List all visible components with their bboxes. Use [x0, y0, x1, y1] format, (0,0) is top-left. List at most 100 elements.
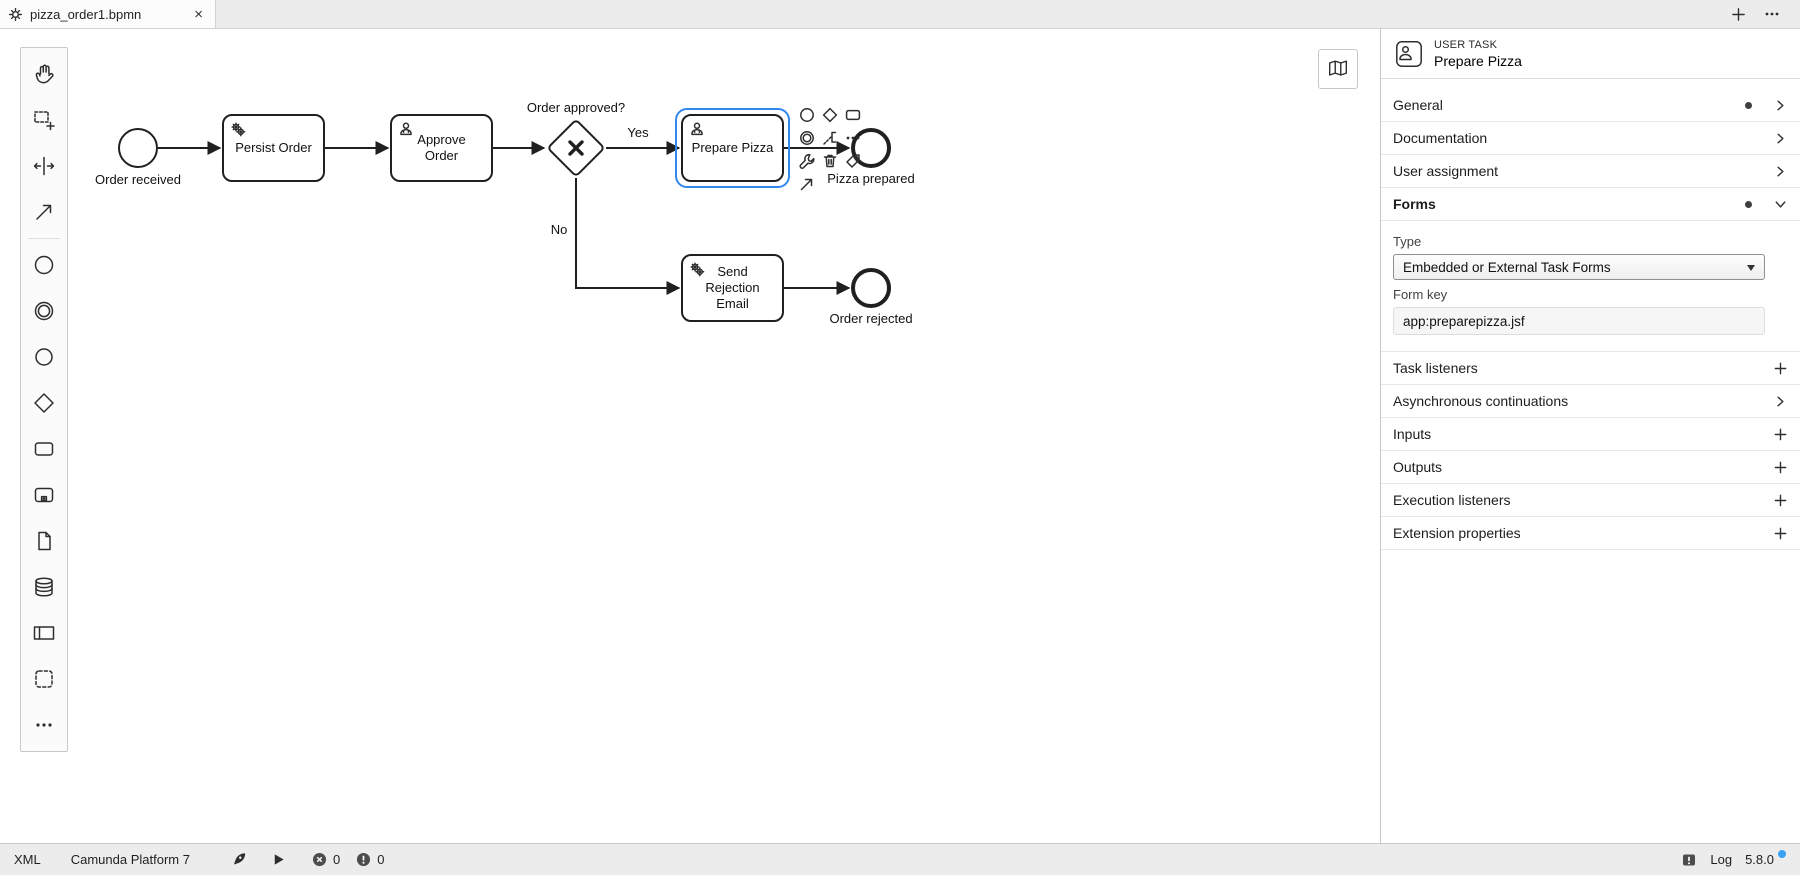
- element-name-label: Prepare Pizza: [1434, 53, 1522, 69]
- lasso-tool[interactable]: [21, 97, 67, 143]
- create-group[interactable]: [21, 656, 67, 702]
- close-tab-icon[interactable]: ×: [194, 5, 203, 23]
- create-data-object[interactable]: [21, 518, 67, 564]
- group-execution-listeners[interactable]: Execution listeners: [1381, 484, 1800, 517]
- error-count-value: 0: [332, 852, 341, 867]
- play-icon: [274, 854, 284, 865]
- form-type-select[interactable]: Embedded or External Task Forms: [1393, 254, 1765, 280]
- add-input-button[interactable]: [1772, 426, 1789, 443]
- form-key-input[interactable]: [1393, 307, 1765, 335]
- gateway-label[interactable]: Order approved?: [526, 100, 626, 115]
- status-bar-right: Log 5.8.0: [1681, 850, 1786, 868]
- end-event-label[interactable]: Pizza prepared: [827, 171, 915, 186]
- group-forms[interactable]: Forms: [1381, 188, 1800, 221]
- set-color-icon[interactable]: [841, 149, 864, 172]
- tab-bar-actions: [1731, 0, 1800, 28]
- problems-icon[interactable]: [1681, 852, 1697, 868]
- forms-group-body: Type Embedded or External Task Forms For…: [1381, 221, 1800, 352]
- more-options-icon[interactable]: [841, 126, 864, 149]
- element-type-label: USER TASK: [1434, 39, 1498, 51]
- error-icon: [312, 852, 327, 867]
- group-label: Documentation: [1393, 130, 1488, 146]
- delete-icon[interactable]: [818, 149, 841, 172]
- new-tab-icon[interactable]: [1731, 7, 1746, 22]
- exclusive-gateway-x-icon: [568, 140, 584, 156]
- exclusive-gateway-shape[interactable]: [546, 118, 606, 178]
- task-prepare-pizza[interactable]: Prepare Pizza: [681, 114, 784, 182]
- append-intermediate-event-icon[interactable]: [795, 126, 818, 149]
- add-execution-listener-button[interactable]: [1772, 492, 1789, 509]
- chevron-right-icon: [1772, 163, 1789, 180]
- add-output-button[interactable]: [1772, 459, 1789, 476]
- start-instance-button[interactable]: [271, 852, 286, 867]
- version-label: 5.8.0: [1745, 852, 1774, 867]
- deploy-button[interactable]: [230, 851, 247, 868]
- update-available-dot: [1778, 850, 1786, 858]
- task-persist-order[interactable]: Persist Order: [222, 114, 325, 182]
- map-icon: [1329, 60, 1347, 76]
- flow-label-no[interactable]: No: [550, 222, 568, 237]
- group-label: Extension properties: [1393, 525, 1521, 541]
- group-task-listeners[interactable]: Task listeners: [1381, 352, 1800, 385]
- create-start-event[interactable]: [21, 242, 67, 288]
- group-user-assignment[interactable]: User assignment: [1381, 155, 1800, 188]
- create-subprocess[interactable]: [21, 472, 67, 518]
- end-event-order-rejected[interactable]: [851, 268, 891, 308]
- form-type-selected-value: Embedded or External Task Forms: [1403, 259, 1611, 275]
- property-groups: General Documentation User assignment Fo…: [1381, 79, 1800, 550]
- user-task-icon: [400, 122, 412, 136]
- group-label: Task listeners: [1393, 360, 1478, 376]
- engine-profile-button[interactable]: Camunda Platform 7: [70, 852, 190, 867]
- hand-tool[interactable]: [21, 51, 67, 97]
- bpmn-file-icon: [8, 7, 23, 21]
- warning-count-value: 0: [377, 852, 385, 867]
- more-tools-icon[interactable]: [21, 702, 67, 748]
- create-end-event[interactable]: [21, 334, 67, 380]
- append-task-icon[interactable]: [841, 103, 864, 126]
- properties-header: USER TASK Prepare Pizza: [1381, 29, 1800, 79]
- group-inputs[interactable]: Inputs: [1381, 418, 1800, 451]
- properties-header-text: USER TASK Prepare Pizza: [1434, 39, 1522, 69]
- version-button[interactable]: 5.8.0: [1745, 850, 1786, 867]
- flow-label-yes[interactable]: Yes: [627, 125, 649, 140]
- task-approve-order[interactable]: Approve Order: [390, 114, 493, 182]
- create-intermediate-event[interactable]: [21, 288, 67, 334]
- diagram-canvas[interactable]: Order received Persist Order: [0, 29, 1380, 843]
- group-extension-properties[interactable]: Extension properties: [1381, 517, 1800, 550]
- add-extension-property-button[interactable]: [1772, 525, 1789, 542]
- end-event-label[interactable]: Order rejected: [829, 311, 913, 326]
- task-send-rejection-email[interactable]: Send Rejection Email: [681, 254, 784, 322]
- status-bar: XML Camunda Platform 7 0 0: [0, 843, 1800, 875]
- group-general[interactable]: General: [1381, 89, 1800, 122]
- tab-pizza-order[interactable]: pizza_order1.bpmn ×: [0, 0, 216, 28]
- warning-count[interactable]: 0: [356, 852, 384, 867]
- create-task[interactable]: [21, 426, 67, 472]
- xml-toggle-button[interactable]: XML: [14, 852, 41, 867]
- create-gateway[interactable]: [21, 380, 67, 426]
- global-connect-tool[interactable]: [21, 189, 67, 235]
- tab-menu-icon[interactable]: [1764, 6, 1780, 22]
- group-label: Execution listeners: [1393, 492, 1511, 508]
- group-outputs[interactable]: Outputs: [1381, 451, 1800, 484]
- append-end-event-icon[interactable]: [795, 103, 818, 126]
- create-data-store[interactable]: [21, 564, 67, 610]
- create-participant[interactable]: [21, 610, 67, 656]
- log-toggle-button[interactable]: Log: [1710, 852, 1733, 867]
- task-label: Persist Order: [235, 139, 312, 155]
- error-count[interactable]: 0: [312, 852, 340, 867]
- connect-icon[interactable]: [795, 172, 818, 195]
- change-type-icon[interactable]: [795, 149, 818, 172]
- append-gateway-icon[interactable]: [818, 103, 841, 126]
- start-event-label[interactable]: Order received: [95, 172, 181, 187]
- group-documentation[interactable]: Documentation: [1381, 122, 1800, 155]
- group-asynchronous-continuations[interactable]: Asynchronous continuations: [1381, 385, 1800, 418]
- space-tool[interactable]: [21, 143, 67, 189]
- minimap-toggle[interactable]: [1318, 49, 1358, 89]
- tab-title: pizza_order1.bpmn: [30, 6, 142, 22]
- flow-gateway-no[interactable]: [575, 178, 681, 295]
- task-label: Approve Order: [417, 131, 466, 163]
- user-task-header-icon: [1396, 41, 1422, 67]
- start-event-shape[interactable]: [118, 128, 158, 168]
- append-text-annotation-icon[interactable]: [818, 126, 841, 149]
- add-task-listener-button[interactable]: [1772, 360, 1789, 377]
